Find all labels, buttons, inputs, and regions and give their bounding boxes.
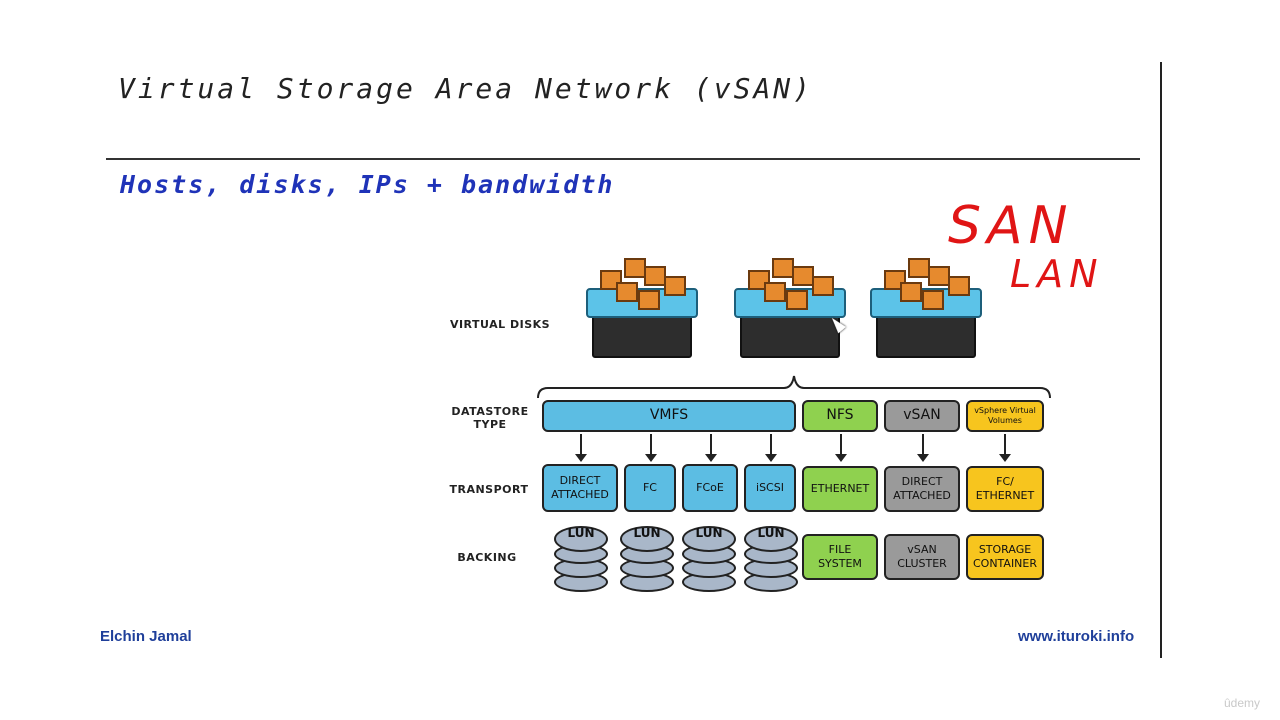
- lun-label: LUN: [695, 526, 723, 540]
- transport-iscsi: iSCSI: [744, 464, 796, 512]
- datastore-vsan: vSAN: [884, 400, 960, 432]
- lun-label: LUN: [567, 526, 595, 540]
- brace-connector: [537, 375, 1051, 399]
- backing-storage-container: STORAGE CONTAINER: [966, 534, 1044, 580]
- datastore-nfs: NFS: [802, 400, 878, 432]
- backing-vsan-cluster: vSAN CLUSTER: [884, 534, 960, 580]
- annotation-san: SAN: [948, 196, 1074, 256]
- lun-label: LUN: [757, 526, 785, 540]
- transport-fc-ethernet: FC/ ETHERNET: [966, 466, 1044, 512]
- transport-fc: FC: [624, 464, 676, 512]
- lun-label: LUN: [633, 526, 661, 540]
- lun-stack-icon: LUN: [620, 522, 674, 594]
- footer-author: Elchin Jamal: [100, 628, 192, 645]
- udemy-watermark: ûdemy: [1224, 696, 1261, 710]
- host-server-icon: [734, 250, 846, 368]
- arrow-icon: [917, 434, 929, 462]
- host-server-icon: [870, 250, 982, 368]
- slide-subtitle: Hosts, disks, IPs + bandwidth: [120, 170, 615, 199]
- host-server-icon: [586, 250, 698, 368]
- transport-direct-attached: DIRECT ATTACHED: [542, 464, 618, 512]
- row-label-transport: TRANSPORT: [449, 483, 529, 496]
- slide-border: [1160, 62, 1162, 658]
- datastore-vmfs: VMFS: [542, 400, 796, 432]
- row-label-virtual-disks: VIRTUAL DISKS: [449, 318, 551, 331]
- row-label-backing: BACKING: [457, 551, 517, 564]
- lun-stack-icon: LUN: [744, 522, 798, 594]
- slide-title: Virtual Storage Area Network (vSAN): [118, 72, 814, 105]
- transport-ethernet: ETHERNET: [802, 466, 878, 512]
- arrow-icon: [999, 434, 1011, 462]
- lun-stack-icon: LUN: [682, 522, 736, 594]
- arrow-icon: [835, 434, 847, 462]
- annotation-lan: LAN: [1010, 252, 1104, 296]
- datastore-vvols: vSphere Virtual Volumes: [966, 400, 1044, 432]
- arrow-icon: [645, 434, 657, 462]
- arrow-icon: [765, 434, 777, 462]
- footer-website-link[interactable]: www.ituroki.info: [1018, 628, 1135, 645]
- transport-fcoe: FCoE: [682, 464, 738, 512]
- arrow-icon: [705, 434, 717, 462]
- backing-file-system: FILE SYSTEM: [802, 534, 878, 580]
- lun-stack-icon: LUN: [554, 522, 608, 594]
- transport-vsan-direct-attached: DIRECT ATTACHED: [884, 466, 960, 512]
- title-divider: [106, 158, 1140, 160]
- row-label-datastore-type: DATASTORE TYPE: [451, 405, 529, 431]
- arrow-icon: [575, 434, 587, 462]
